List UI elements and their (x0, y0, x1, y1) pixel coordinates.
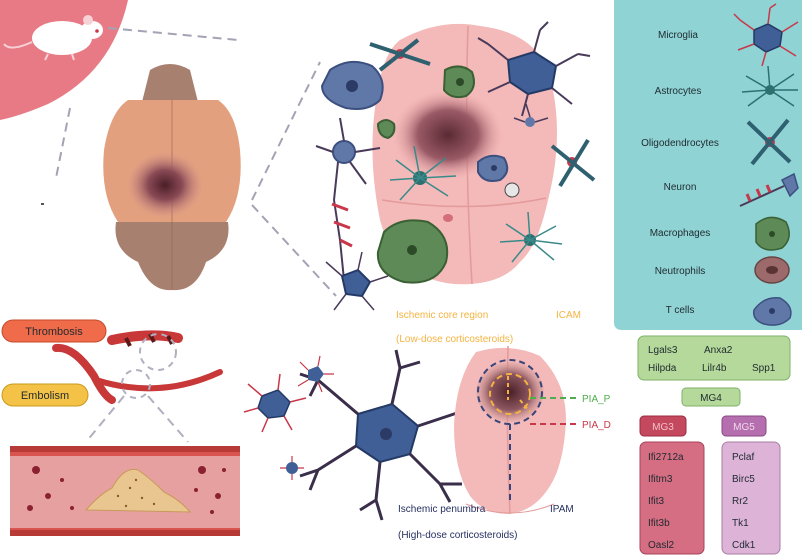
microglia-cell (297, 355, 334, 393)
neuron-cell (315, 117, 381, 281)
mouse-icon (3, 15, 103, 61)
legend-label-neuron: Neuron (664, 182, 697, 193)
connector-mouse-brain (107, 27, 239, 41)
mg3-label: MG3 (652, 422, 674, 433)
embolism-badge: Embolism (1, 383, 89, 407)
mg4-badge: MG4 (681, 387, 741, 407)
tcell-icon (752, 297, 792, 326)
gene-label: Oasl2 (648, 540, 675, 551)
connector-vessel-zoom (85, 395, 125, 443)
mg-top-gene-box: Lgals3 Anxa2 Hilpda Lilr4b Spp1 (637, 335, 791, 381)
mouse-brain-dorsal (103, 64, 241, 291)
penumbra-label: Ischemic penumbra (398, 504, 486, 515)
core-circle (489, 373, 531, 415)
legend-label-microglia: Microglia (658, 30, 698, 41)
tcell-cell (477, 154, 509, 182)
neutrophil-icon (754, 256, 790, 284)
legend-label-tcells: T cells (666, 305, 695, 316)
core-dose-label: (Low-dose corticosteroids) (396, 334, 513, 345)
neuron-icon (739, 172, 799, 207)
vessel-segment (107, 330, 183, 345)
gene-label: Pclaf (732, 452, 754, 463)
mouse-panel (0, 0, 128, 120)
microglia-cell (243, 373, 307, 433)
ipam-label: IPAM (550, 504, 574, 515)
legend-label-astrocytes: Astrocytes (655, 86, 702, 97)
astrocyte-cell (499, 211, 563, 263)
neuron-cell (513, 103, 549, 127)
mg4-label: MG4 (700, 393, 722, 404)
connector-brain-zoom-top (251, 61, 321, 201)
gene-label: Cdk1 (732, 540, 756, 551)
neutrophil-cell (280, 456, 304, 480)
ischemic-core-brain (372, 23, 557, 285)
connector-vessel-zoom (147, 395, 189, 443)
gene-label: Anxa2 (704, 345, 733, 356)
macrophage-cell (376, 219, 449, 284)
mg5-badge: MG5 (721, 415, 767, 437)
gene-label: Hilpda (648, 363, 677, 374)
microglia-cell (325, 251, 389, 311)
oligodendrocyte-icon (746, 118, 792, 166)
pia-d-label: PIA_D (582, 420, 611, 431)
macrophage-cell (376, 119, 396, 140)
gene-label: Lilr4b (702, 363, 727, 374)
zoom-circle (121, 369, 151, 399)
gene-label: Rr2 (732, 496, 749, 507)
gene-label: Ifi2712a (648, 452, 684, 463)
pia-p-label: PIA_P (582, 394, 611, 405)
gene-label: Ifit3 (648, 496, 665, 507)
macrophage-icon (755, 216, 790, 251)
astrocyte-icon (741, 65, 798, 107)
connector-brain-zoom-bottom (251, 204, 337, 297)
icam-label: ICAM (556, 310, 581, 321)
neutrophil-cell (504, 182, 520, 198)
connector-mouse-brain-2 (55, 107, 71, 179)
microglia-cell (477, 21, 591, 117)
gene-label: Lgals3 (648, 345, 678, 356)
embolism-label: Embolism (21, 390, 69, 402)
oligodendrocyte-cell (369, 38, 431, 72)
legend-label-neutrophils: Neutrophils (655, 266, 706, 277)
mg5-gene-box: Pclaf Birc5 Rr2 Tk1 Cdk1 (721, 441, 781, 555)
mg5-label: MG5 (733, 422, 755, 433)
legend-label-oligodendrocytes: Oligodendrocytes (641, 138, 719, 149)
astrocyte-cell (389, 145, 457, 201)
penumbra-dose-label: (High-dose corticosteroids) (398, 530, 518, 541)
gene-label: Ifit3b (648, 518, 670, 529)
vessel-segment (93, 369, 223, 392)
zoom-circle (139, 333, 177, 371)
gene-label: Tk1 (732, 518, 749, 529)
ischemic-penumbra-brain (454, 345, 566, 515)
core-region-label: Ischemic core region (396, 310, 488, 321)
macrophage-cell (320, 60, 384, 110)
thrombosis-label: Thrombosis (25, 326, 83, 338)
vessel-segment (52, 343, 116, 404)
microglia-cell (299, 349, 474, 521)
gene-label: Birc5 (732, 474, 755, 485)
vessel-cross-section (10, 446, 240, 536)
gene-label: Ifitm3 (648, 474, 673, 485)
oligodendrocyte-cell (550, 138, 596, 188)
microglia-icon (733, 3, 799, 67)
gene-label: Spp1 (752, 363, 776, 374)
cell-legend-panel: Microglia Astrocytes Oligodendrocytes Ne… (614, 0, 802, 330)
mg3-badge: MG3 (639, 415, 687, 437)
mg3-gene-box: Ifi2712a Ifitm3 Ifit3 Ifit3b Oasl2 (639, 441, 705, 555)
legend-label-macrophages: Macrophages (650, 228, 711, 239)
macrophage-cell (442, 65, 475, 99)
thrombosis-badge: Thrombosis (1, 319, 107, 343)
